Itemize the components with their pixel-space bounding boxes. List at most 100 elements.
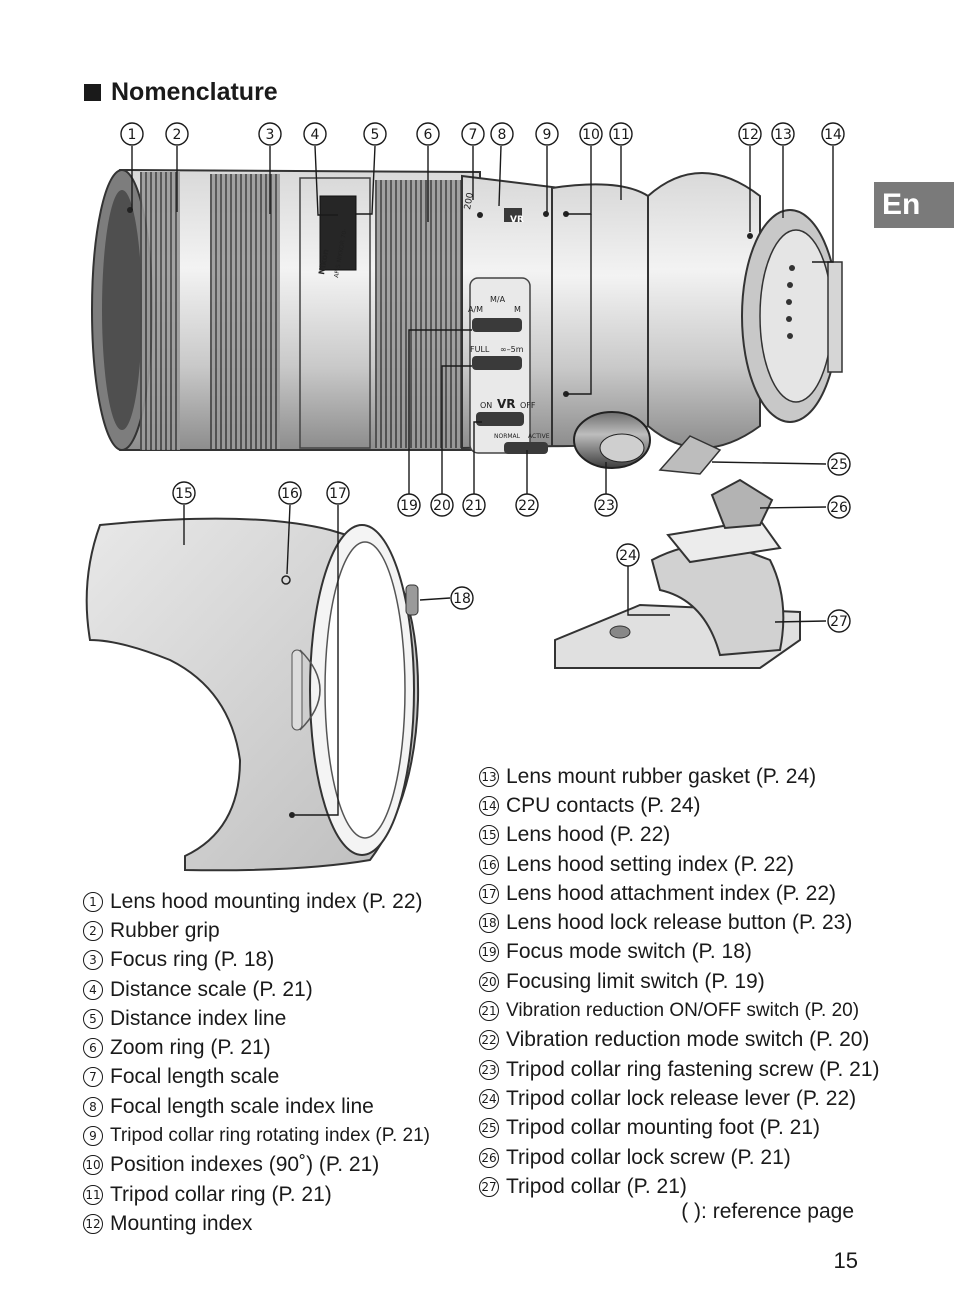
switch-m-marking: M <box>514 305 521 314</box>
svg-text:5: 5 <box>371 127 380 143</box>
vr-label-marking: VR <box>497 397 516 411</box>
svg-text:17: 17 <box>329 486 347 502</box>
leader-lines <box>131 145 834 816</box>
svg-text:7: 7 <box>469 127 478 143</box>
limit-range-marking: ∞–5m <box>500 345 524 354</box>
lens-hood <box>85 517 420 872</box>
callout-11: 11 <box>609 122 633 146</box>
tripod-foot <box>554 478 801 669</box>
language-tab: En <box>874 182 954 228</box>
svg-text:16: 16 <box>281 486 299 502</box>
svg-text:8: 8 <box>498 127 507 143</box>
page-number: 15 <box>833 1248 858 1273</box>
heading-square-icon <box>84 84 101 101</box>
brand-marking: Nikon <box>317 248 330 275</box>
svg-text:6: 6 <box>424 127 433 143</box>
callout-15: 15 <box>172 481 196 505</box>
heading-text: Nomenclature <box>111 78 278 106</box>
callout-21: 21 <box>462 493 486 517</box>
callout-20: 20 <box>430 493 454 517</box>
vr-badge-marking: VR <box>510 215 524 225</box>
svg-text:24: 24 <box>619 548 637 564</box>
switch-af-marking: A/M <box>468 305 483 314</box>
svg-text:23: 23 <box>597 498 615 514</box>
svg-text:25: 25 <box>830 457 848 473</box>
callout-26: 26 <box>827 495 851 519</box>
svg-text:3: 3 <box>266 127 275 143</box>
callout-10: 10 <box>579 122 603 146</box>
callout-16: 16 <box>278 481 302 505</box>
reference-note: ( ): reference page <box>681 1200 854 1223</box>
callout-9: 9 <box>535 122 559 146</box>
vr-normal-marking: NORMAL <box>494 433 521 440</box>
callout-2: 2 <box>165 122 189 146</box>
callout-22: 22 <box>515 493 539 517</box>
svg-text:13: 13 <box>774 127 792 143</box>
callouts: 1 2 3 4 5 6 7 8 9 10 11 12 13 14 15 16 1… <box>120 122 851 633</box>
svg-text:19: 19 <box>400 498 418 514</box>
svg-text:15: 15 <box>175 486 193 502</box>
callout-14: 14 <box>821 122 845 146</box>
callout-1: 1 <box>120 122 144 146</box>
svg-text:2: 2 <box>173 127 182 143</box>
svg-text:20: 20 <box>433 498 451 514</box>
callout-27: 27 <box>827 609 851 633</box>
svg-text:1: 1 <box>128 127 137 143</box>
callout-3: 3 <box>258 122 282 146</box>
vr-active-marking: ACTIVE <box>528 433 550 440</box>
vr-off-marking: OFF <box>520 401 536 410</box>
vr-on-marking: ON <box>480 401 492 410</box>
lens-illustration: A/M M/A M FULL ∞–5m ON VR OFF NORMAL ACT… <box>85 122 851 872</box>
svg-text:12: 12 <box>741 127 759 143</box>
svg-text:11: 11 <box>612 127 630 143</box>
callout-18: 18 <box>450 586 474 610</box>
callout-23: 23 <box>594 493 618 517</box>
callout-24: 24 <box>616 543 640 567</box>
svg-text:26: 26 <box>830 500 848 516</box>
svg-text:27: 27 <box>830 614 848 630</box>
callout-8: 8 <box>490 122 514 146</box>
section-heading: Nomenclature <box>84 78 278 107</box>
callout-25: 25 <box>827 452 851 476</box>
svg-text:9: 9 <box>543 127 552 143</box>
callout-7: 7 <box>461 122 485 146</box>
svg-text:21: 21 <box>465 498 483 514</box>
callout-6: 6 <box>416 122 440 146</box>
svg-text:22: 22 <box>518 498 536 514</box>
svg-text:14: 14 <box>824 127 842 143</box>
svg-text:10: 10 <box>582 127 600 143</box>
callout-4: 4 <box>303 122 327 146</box>
callout-12: 12 <box>738 122 762 146</box>
callout-5: 5 <box>363 122 387 146</box>
callout-19: 19 <box>397 493 421 517</box>
limit-full-marking: FULL <box>470 345 490 354</box>
